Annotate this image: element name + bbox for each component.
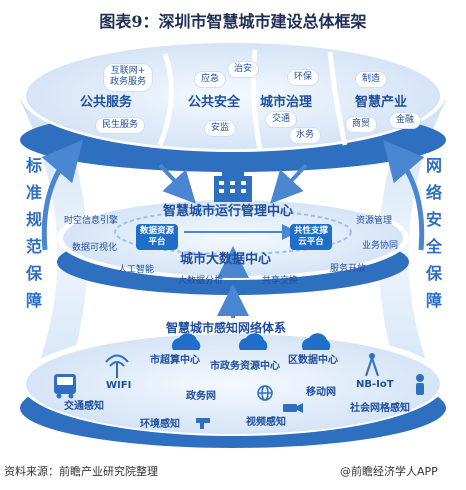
- sensing-environment: 环境感知: [140, 419, 180, 430]
- sharing-exchange: 共享交换: [262, 276, 299, 286]
- center-gov-resource: 市政务资源中心: [210, 361, 280, 372]
- item-environment: 环保: [288, 70, 319, 86]
- person-icon: [416, 374, 424, 395]
- sensing-video: 视频感知: [246, 417, 286, 428]
- network-gov: 政务网: [186, 391, 216, 402]
- item-water: 水务: [290, 128, 321, 144]
- business-collaboration: 业务协同: [362, 241, 399, 251]
- chart-title: 图表9：深圳市智慧城市建设总体框架: [99, 12, 367, 31]
- source-note: 资料来源：前瞻产业研究院整理: [4, 465, 158, 478]
- area-smart-industry: 智慧产业: [355, 95, 408, 110]
- right-side-network-security: 网络安 全保障: [425, 156, 442, 310]
- cloud-icon: [171, 333, 331, 350]
- network-wifi: WIFI: [106, 380, 132, 391]
- service-opening: 服务开放: [330, 264, 367, 274]
- network-nb-iot: NB-IoT: [356, 379, 394, 390]
- item-internet-gov-service: 互联网+ 政务服务: [104, 64, 153, 91]
- building-icon: [214, 168, 252, 202]
- globe-icon: [257, 385, 273, 401]
- area-public-security: 公共安全: [188, 95, 241, 110]
- perception-network-title: 智慧城市感知网络体系: [166, 321, 287, 335]
- resource-management: 资源管理: [356, 216, 393, 226]
- item-public-order: 治安: [228, 62, 259, 78]
- big-data-center-title: 城市大数据中心: [180, 252, 272, 267]
- data-resource-platform: 数据资源 平台: [136, 224, 179, 251]
- wifi-tower-icon: [105, 354, 129, 378]
- item-safety-supervision: 安监: [205, 121, 236, 137]
- area-city-governance: 城市治理: [260, 95, 313, 110]
- sensing-traffic: 交通感知: [64, 401, 104, 412]
- brand-watermark: @前瞻经济学人APP: [340, 465, 438, 478]
- left-side-standard-guarantee: 标准规 范保障: [25, 156, 42, 310]
- item-traffic: 交通: [266, 112, 297, 128]
- network-mobile: 移动网: [306, 387, 336, 398]
- bottom-disk: [26, 334, 440, 434]
- center-supercomputing: 市超算中心: [150, 355, 200, 366]
- left-up-arrow: [41, 139, 84, 251]
- sensing-social-grid: 社会网格感知: [350, 403, 410, 414]
- common-support-cloud-platform: 共性支撑 云平台: [290, 224, 333, 251]
- big-data-analysis: 大数据分析: [178, 276, 224, 286]
- antenna-icon: [365, 353, 379, 377]
- operation-center-title: 智慧城市运行管理中心: [163, 204, 294, 219]
- item-emergency: 应急: [195, 72, 226, 88]
- spatial-info-engine: 时空信息引擎: [64, 216, 119, 226]
- item-manufacturing: 制造: [356, 72, 387, 88]
- middle-disk: [63, 200, 403, 276]
- item-livelihood-service: 民生服务: [96, 118, 145, 134]
- faucet-icon: [196, 418, 210, 429]
- artificial-intelligence: 人工智能: [118, 265, 155, 275]
- area-public-service: 公共服务: [80, 95, 133, 110]
- camera-icon: [283, 403, 303, 413]
- bus-icon: [54, 374, 76, 399]
- item-trade: 商贸: [346, 117, 377, 133]
- item-finance: 金融: [390, 113, 421, 129]
- right-up-arrow: [382, 139, 425, 251]
- center-district-data: 区数据中心: [288, 355, 338, 366]
- data-visualization: 数据可视化: [72, 243, 118, 253]
